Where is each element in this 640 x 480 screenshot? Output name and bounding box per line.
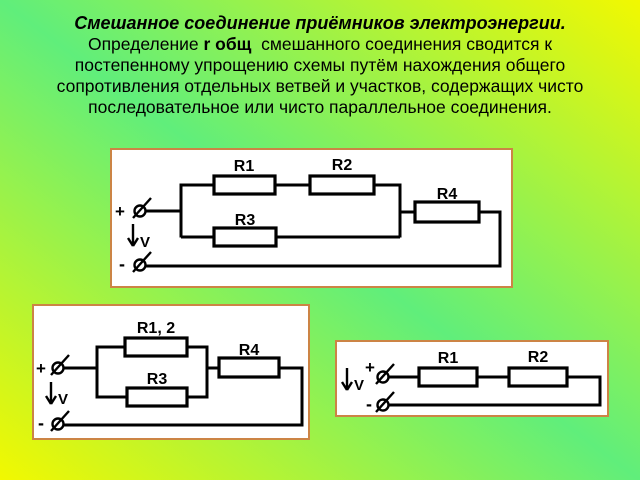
body-line-2-post: смешанного соединения сводится к [251,34,553,54]
body-line-4: сопротивления отдельных ветвей и участко… [56,76,584,96]
terminal-plus-icon [50,354,70,376]
circuit-1-canvas: + - V R1 R2 R3 R4 [115,157,502,274]
minus-label: - [366,394,372,414]
resistor-label-r12: R1, 2 [137,320,175,337]
voltage-arrow-icon [44,382,58,405]
body-line-2-pre: Определение [87,34,204,54]
terminal-minus-icon [50,410,70,432]
circuit-1-wires [146,183,502,268]
terminal-minus-icon [132,251,152,273]
resistor-label-r1: R1 [234,158,255,175]
terminal-plus-icon [375,363,395,385]
voltage-label: V [354,377,364,394]
plus-label: + [36,359,46,378]
resistor-r2 [308,174,376,196]
resistor-label-r2: R2 [332,157,353,174]
resistor-r3 [125,386,189,408]
resistor-label-r4: R4 [437,186,458,203]
body-line-2-bold: r общ [203,34,252,54]
circuit-3-wires [389,375,602,407]
terminal-minus-icon [375,391,395,413]
minus-label: - [119,254,125,274]
voltage-label: V [58,391,68,408]
resistor-r2 [507,366,569,388]
voltage-arrow-icon [340,368,354,391]
voltage-arrow-icon [126,224,140,247]
circuit-3-canvas: + - V R1 R2 [340,349,602,414]
voltage-label: V [140,234,150,251]
circuit-diagram-1: + - V R1 R2 R3 R4 [110,148,513,288]
resistor-label-r1: R1 [438,350,459,367]
plus-label: + [365,358,375,377]
body-line-5: последовательное или чисто параллельное … [88,97,552,117]
resistor-label-r2: R2 [528,349,549,366]
resistor-r3 [212,226,278,248]
terminal-plus-icon [132,197,152,219]
resistor-label-r3: R3 [235,212,256,229]
slide-heading: Смешанное соединение приёмников электроэ… [74,13,566,33]
resistor-label-r4: R4 [239,342,260,359]
resistor-r1 [212,174,277,196]
body-line-2: Определение r общ смешанного соединения … [0,34,640,55]
circuit-diagram-2: + - V R1, 2 R3 R4 [32,304,310,440]
resistor-label-r3: R3 [147,371,168,388]
resistor-r1 [417,366,479,388]
circuit-2-wires [64,345,304,427]
resistor-r12 [123,336,189,358]
circuit-2-canvas: + - V R1, 2 R3 R4 [36,320,304,433]
minus-label: - [38,413,44,433]
title-block: Смешанное соединение приёмников электроэ… [0,13,640,118]
plus-label: + [115,202,125,221]
body-line-3: постепенному упрощению схемы путём нахож… [74,55,566,75]
circuit-diagram-3: + - V R1 R2 [335,340,609,417]
resistor-r4 [217,356,281,379]
resistor-r4 [413,200,481,224]
